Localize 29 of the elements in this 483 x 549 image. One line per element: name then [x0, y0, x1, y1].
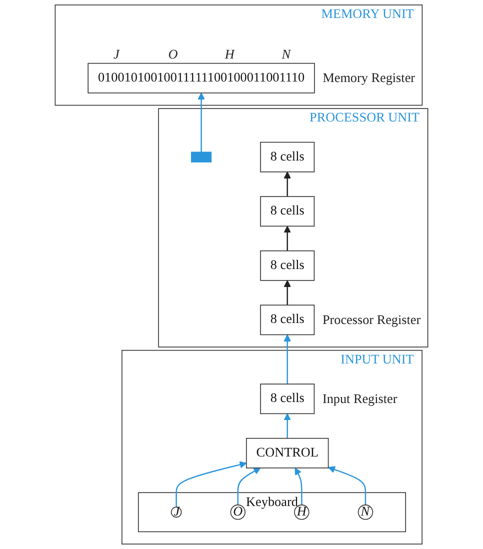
register-box: 8 cells	[260, 142, 315, 172]
arrow	[284, 280, 291, 306]
byte-letter: O	[168, 46, 178, 62]
arrow	[284, 172, 291, 197]
arrow	[328, 466, 366, 505]
key-circle: H	[294, 504, 310, 520]
register-name: Processor Register	[322, 312, 421, 328]
byte-letter: N	[282, 46, 291, 62]
key-circle: N	[358, 504, 374, 520]
register-box: 8 cells	[260, 196, 315, 227]
arrow	[176, 461, 247, 508]
register-box: 01001010010011111100100011001110	[88, 62, 315, 94]
arrow	[198, 92, 205, 152]
arrow	[284, 334, 291, 384]
register-box: 8 cells	[260, 250, 315, 281]
arrow	[237, 468, 261, 505]
key-circle: O	[230, 504, 246, 520]
arrow	[294, 468, 302, 505]
register-name: Input Register	[322, 390, 398, 406]
register-box: 8 cells	[260, 384, 315, 414]
byte-letter: H	[224, 46, 234, 62]
key-circle: J	[170, 504, 182, 519]
bus-bar	[191, 152, 212, 162]
register-box: 8 cells	[260, 304, 315, 336]
control-box: CONTROL	[246, 438, 329, 468]
arrow	[284, 413, 291, 438]
arrow	[284, 226, 291, 251]
byte-letter: J	[113, 46, 120, 62]
register-name: Memory Register	[322, 70, 416, 86]
